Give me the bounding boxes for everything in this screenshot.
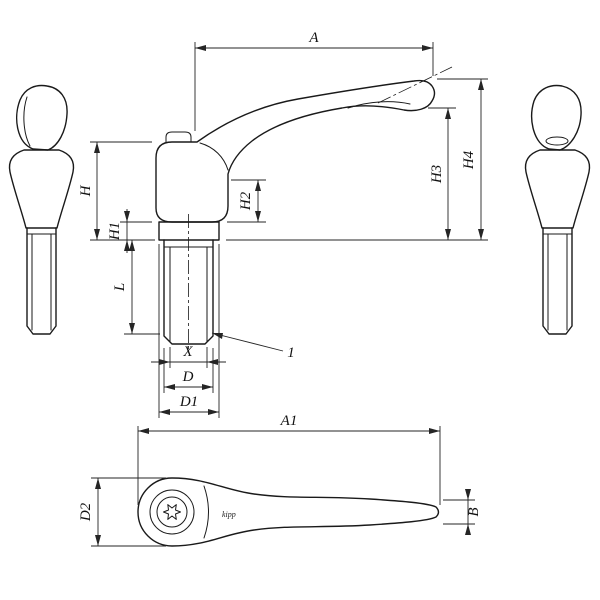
- logo-stamp: kipp: [222, 510, 236, 519]
- dimension-X: X: [151, 344, 226, 368]
- hub-junction-arc: [199, 142, 229, 171]
- dimension-H3: H3: [428, 107, 456, 240]
- view-end-right: [524, 84, 591, 335]
- hub-cap-detail: [165, 131, 192, 143]
- collar-outline: [158, 221, 220, 241]
- dim-label-D: D: [182, 369, 194, 385]
- left-knob-inner-contour: [23, 96, 31, 147]
- right-stud-outline: [542, 227, 573, 335]
- washer-circle: [149, 489, 195, 535]
- dim-label-H1: H1: [107, 222, 123, 241]
- view-main-side: [155, 66, 453, 352]
- torx-screw-icon: [163, 504, 181, 520]
- handle-axis-centerline: [377, 66, 453, 104]
- screw-head-circle: [156, 496, 188, 528]
- left-stud-thread-lines: [26, 233, 57, 331]
- dimension-D: D: [163, 348, 214, 393]
- dim-label-H: H: [78, 184, 94, 197]
- dim-label-D1: D1: [179, 394, 198, 410]
- dimension-H1: H1: [107, 209, 152, 253]
- left-body-outline: [8, 149, 75, 229]
- dimension-D1: D1: [158, 244, 220, 418]
- right-knob-slot: [545, 136, 569, 146]
- dim-label-A: A: [308, 30, 319, 46]
- dimension-H4: H4: [226, 78, 488, 241]
- dim-label-H4: H4: [461, 150, 477, 170]
- dim-label-L: L: [112, 283, 128, 292]
- dim-label-H3: H3: [429, 165, 445, 184]
- right-stud-thread-lines: [542, 233, 573, 331]
- right-body-outline: [524, 149, 591, 229]
- right-knob-outline: [531, 84, 582, 151]
- dim-label-A1: A1: [280, 413, 298, 429]
- dim-label-B: B: [466, 507, 482, 516]
- dim-label-X: X: [182, 344, 193, 360]
- callout-1-label: 1: [287, 345, 295, 361]
- dimension-H2: H2: [227, 179, 266, 223]
- callout-1: 1: [211, 332, 295, 361]
- left-stud-outline: [26, 227, 57, 335]
- top-view-neck-arc: [203, 485, 209, 539]
- dimension-H: H: [78, 141, 155, 241]
- dimension-A1: A1: [137, 413, 441, 505]
- view-end-left: [8, 84, 75, 335]
- left-knob-outline: [16, 84, 68, 151]
- dimension-B: B: [443, 489, 482, 535]
- dim-label-D2: D2: [78, 502, 94, 522]
- dim-label-H2: H2: [238, 191, 254, 211]
- dimension-A: A: [194, 30, 434, 131]
- view-top: kipp: [137, 477, 440, 547]
- lever-outline: [155, 79, 436, 223]
- top-view-outline: [137, 477, 440, 547]
- dimension-D2: D2: [78, 477, 166, 547]
- stud-outline: [163, 239, 214, 345]
- dimension-L: L: [112, 240, 160, 335]
